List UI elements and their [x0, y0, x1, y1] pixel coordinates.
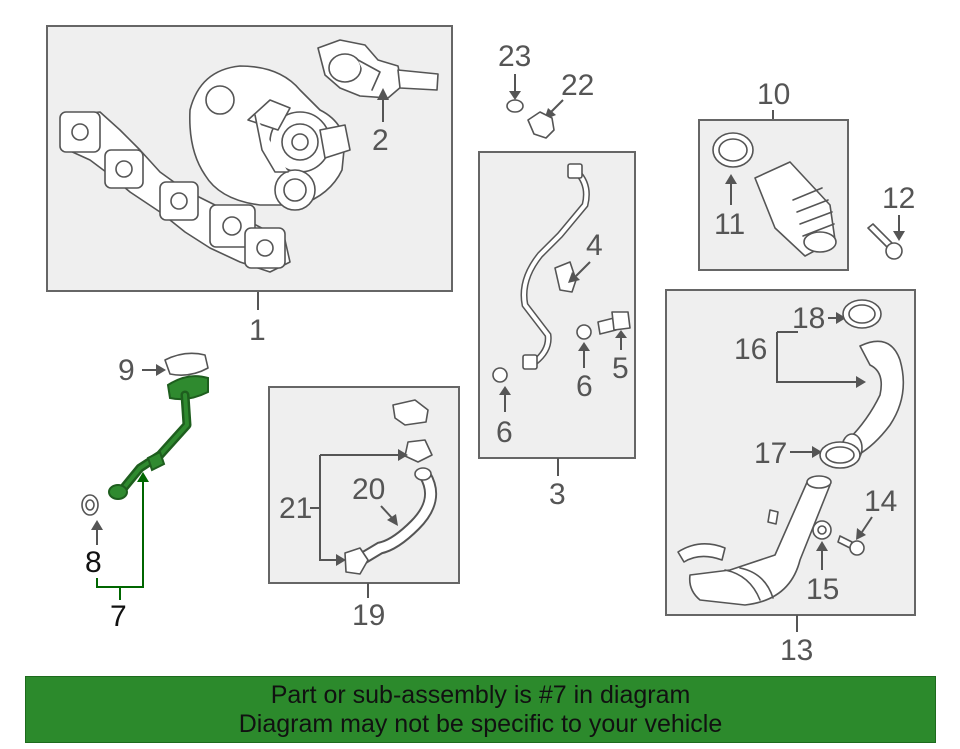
- callout-7: 7: [110, 600, 127, 633]
- callout-23: 23: [498, 40, 531, 73]
- banjo-bolt-5[interactable]: [597, 311, 631, 335]
- oil-feed-line[interactable]: [520, 163, 590, 370]
- hose-16[interactable]: [847, 340, 905, 456]
- callout-4: 4: [586, 229, 603, 262]
- callout-6a: 6: [576, 370, 593, 403]
- callout-6b: 6: [496, 416, 513, 449]
- valve-21-top[interactable]: [392, 399, 433, 463]
- o-ring-8[interactable]: [81, 494, 99, 516]
- clip-4[interactable]: [554, 261, 577, 293]
- callout-20: 20: [352, 473, 385, 506]
- callout-14: 14: [864, 485, 897, 518]
- callout-19: 19: [352, 599, 385, 632]
- washer-6a[interactable]: [576, 324, 592, 340]
- callout-18: 18: [792, 302, 825, 335]
- callout-11: 11: [714, 208, 745, 241]
- bolt-12: 12: [867, 182, 915, 260]
- bolt-14[interactable]: [837, 535, 865, 556]
- callout-13: 13: [780, 634, 813, 667]
- turbocharger[interactable]: [188, 65, 351, 211]
- seal-ring-11[interactable]: [712, 132, 754, 168]
- gasket-9-group: 9: [118, 352, 209, 387]
- callout-17: 17: [754, 437, 787, 470]
- callout-21: 21: [279, 492, 312, 525]
- o-ring-23[interactable]: [506, 99, 524, 113]
- banner-line-1: Part or sub-assembly is #7 in diagram: [270, 680, 691, 709]
- callout-10: 10: [757, 78, 790, 111]
- washer-6b[interactable]: [492, 367, 508, 383]
- hose-20[interactable]: [353, 467, 438, 567]
- gasket-9[interactable]: [164, 352, 209, 376]
- group-box-1: 2 1: [46, 25, 453, 347]
- group-box-19: 20 21 19: [268, 386, 460, 632]
- intake-hose-10[interactable]: [754, 161, 837, 257]
- group-box-13: 18 16 17: [665, 289, 916, 667]
- callout-1: 1: [249, 314, 266, 347]
- clamp-17[interactable]: [819, 441, 861, 469]
- wastegate-actuator[interactable]: [317, 39, 439, 99]
- callout-12: 12: [882, 182, 915, 215]
- fitting-22[interactable]: [527, 111, 555, 139]
- connector-21-bottom[interactable]: [344, 547, 369, 575]
- callout-15: 15: [806, 573, 839, 606]
- info-banner: Part or sub-assembly is #7 in diagram Di…: [25, 676, 936, 743]
- callout-16: 16: [734, 333, 767, 366]
- group-box-10: 10 11: [698, 78, 849, 271]
- callout-5: 5: [612, 352, 629, 385]
- callout-2: 2: [372, 124, 389, 157]
- exhaust-manifold[interactable]: [59, 111, 291, 273]
- group-box-3: 4 5 6 6 3: [478, 151, 636, 511]
- bolt-12-head[interactable]: [885, 242, 903, 260]
- o-ring-and-fitting: 23 22: [498, 40, 594, 139]
- clamp-18[interactable]: [842, 299, 882, 329]
- callout-22: 22: [561, 69, 594, 102]
- banner-line-2: Diagram may not be specific to your vehi…: [238, 709, 723, 738]
- callout-8: 8: [85, 546, 102, 579]
- oil-return-pipe-7[interactable]: [108, 375, 209, 500]
- callout-3: 3: [549, 478, 566, 511]
- callout-9: 9: [118, 354, 135, 387]
- charge-pipe-13[interactable]: [677, 475, 832, 606]
- nut-15[interactable]: [812, 520, 832, 540]
